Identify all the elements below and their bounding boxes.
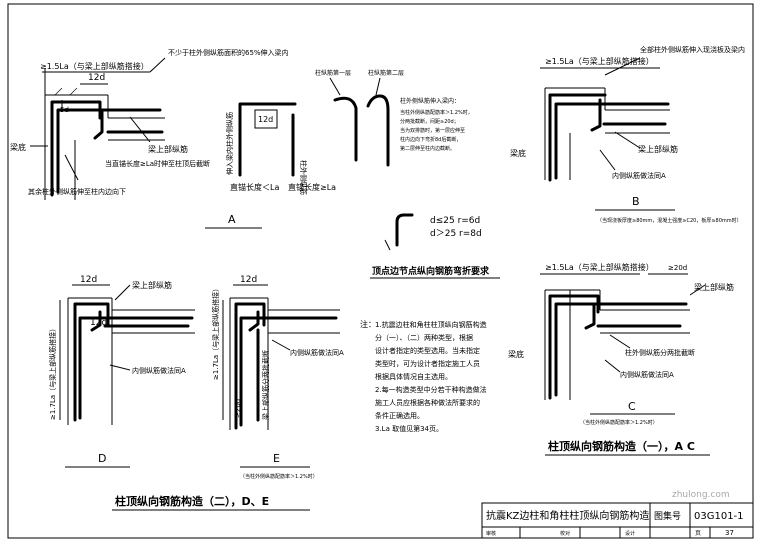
a-vert-text-1: 伸入梁内柱外侧纵筋 bbox=[225, 112, 234, 175]
d-dim-side: ≥1.7La（与梁上部纵筋搭接） bbox=[48, 325, 57, 420]
notes-line: 施工人员应根据各种做法所要求的 bbox=[375, 398, 480, 407]
title-block-row-label: 审核 bbox=[486, 530, 496, 537]
sheet-border bbox=[7, 3, 754, 539]
a-label: A bbox=[228, 213, 236, 226]
notes-heading: 注： bbox=[360, 319, 376, 329]
detail-b: ≥1.5La（与梁上部纵筋搭接） 全部柱外侧纵筋伸入现浇板及梁内 梁底 梁上部纵… bbox=[510, 45, 745, 224]
c-label-inner-rebar: 内侧纵筋做法同A bbox=[620, 370, 674, 379]
a-note-straight: 当直锚长度≥La时伸至柱顶后截断 bbox=[105, 159, 210, 168]
title-type-two: 柱顶纵向钢筋构造（二），D、E bbox=[115, 494, 269, 508]
bend-title: 顶点边节点纵向钢筋弯折要求 bbox=[372, 265, 490, 277]
e-caption: （当柱外侧纵筋配筋率＞1.2%时） bbox=[240, 473, 318, 480]
notes-line: 1.抗震边柱和角柱柱顶纵向钢筋构造 bbox=[375, 320, 487, 329]
c-label: C bbox=[628, 400, 636, 413]
a-note-lt: 直锚长度＜La bbox=[230, 182, 279, 192]
a-note-ge: 直锚长度≥La bbox=[288, 182, 336, 192]
title-block-atlas-number: 03G101-1 bbox=[694, 511, 744, 522]
a-dim-12d: 12d bbox=[88, 73, 105, 83]
a-col-label-1: 柱纵筋第一层 bbox=[315, 69, 351, 77]
notes-line: 设计者指定的类型选用。当未指定 bbox=[375, 346, 480, 355]
title-block-drawing-title: 抗震KZ边柱和角柱柱顶纵向钢筋构造 bbox=[486, 509, 649, 522]
notes-line: 根据具体情况自主选用。 bbox=[375, 372, 452, 381]
a-note-line: 柱内边向下弯折8d后截断， bbox=[400, 136, 461, 143]
c-label-beam-top-rebar: 梁上部纵筋 bbox=[694, 282, 734, 292]
c-dim-20d: ≥20d bbox=[668, 264, 687, 272]
a-note-remaining: 其余柱外侧纵筋伸至柱内边向下 bbox=[28, 187, 126, 196]
d-dim-12d: 12d bbox=[80, 275, 97, 285]
e-vert-note: 梁上部纵筋分两批截断 bbox=[261, 350, 270, 420]
watermark: zhulong.com bbox=[672, 490, 730, 500]
a-vert-text-2: 柱外侧纵筋 bbox=[299, 160, 308, 195]
c-caption: （当柱外侧纵筋配筋率＞1.2%时） bbox=[580, 419, 658, 426]
title-block: 抗震KZ边柱和角柱柱顶纵向钢筋构造 图集号 03G101-1 审核 校对 设计 … bbox=[481, 502, 754, 539]
detail-c: ≥1.5La（与梁上部纵筋搭接） ≥20d 梁上部纵筋 梁底 柱外侧纵筋分两批截… bbox=[508, 262, 734, 426]
title-block-row-label: 校对 bbox=[560, 530, 570, 537]
title-block-page-number: 37 bbox=[725, 529, 734, 537]
b-note-all: 全部柱外侧纵筋伸入现浇板及梁内 bbox=[640, 45, 745, 54]
a-note-line: 柱外侧纵筋伸入梁内： bbox=[400, 97, 460, 105]
e-label: E bbox=[273, 452, 280, 465]
e-dim-side: ≥1.7La（与梁上部纵筋搭接） bbox=[211, 285, 220, 380]
notes-line: 分（一）、（二）两种类型，根据 bbox=[375, 333, 473, 342]
a-note-line: 当为双排筋时，第一层应伸至 bbox=[400, 127, 465, 134]
notes-line: 2.每一构造类型中分若干种构造做法 bbox=[375, 385, 487, 394]
a-note-line: 分两批截断，间距≥20d； bbox=[400, 118, 459, 125]
a-box-12d: 12d bbox=[258, 115, 273, 124]
title-block-page-label: 页 bbox=[695, 530, 701, 537]
b-dim-top: ≥1.5La（与梁上部纵筋搭接） bbox=[545, 56, 654, 66]
bend-requirement: d≤25 r=6d d＞25 r=8d 顶点边节点纵向钢筋弯折要求 bbox=[370, 213, 500, 279]
a-note-line: 第二层伸至柱内边截断。 bbox=[400, 145, 455, 152]
a-note-line: 当柱外侧纵筋配筋率＞1.2%时， bbox=[400, 109, 473, 116]
e-dim-20d: ≥20d bbox=[234, 399, 242, 418]
notes: 注： 1.抗震边柱和角柱柱顶纵向钢筋构造 分（一）、（二）两种类型，根据 设计者… bbox=[360, 319, 487, 433]
b-caption: （当现浇板厚度≥80mm，混凝土强度≥C20，板厚≥80mm时） bbox=[597, 217, 742, 224]
a-note-top-right: 不少于柱外侧纵筋面积的65%伸入梁内 bbox=[168, 48, 289, 57]
title-block-atlas-label: 图集号 bbox=[654, 510, 681, 522]
e-dim-12d: 12d bbox=[240, 275, 257, 285]
b-label-beam-bottom: 梁底 bbox=[510, 148, 526, 158]
watermark-logo: zhulong.com bbox=[672, 490, 730, 500]
d-label-inner-rebar: 内侧纵筋做法同A bbox=[132, 366, 186, 375]
title-block-row-label: 设计 bbox=[625, 530, 635, 537]
b-label-inner-rebar: 内侧纵筋做法同A bbox=[612, 171, 666, 180]
d-dim-12d-inner: 12d bbox=[90, 318, 107, 328]
a-label-beam-bottom: 梁底 bbox=[10, 142, 26, 152]
a-note-block: 柱外侧纵筋伸入梁内： 当柱外侧纵筋配筋率＞1.2%时， 分两批截断，间距≥20d… bbox=[400, 97, 473, 152]
detail-e: 12d ≥1.7La（与梁上部纵筋搭接） 内侧纵筋做法同A ≥20d 梁上部纵筋… bbox=[211, 275, 344, 480]
a-dim-top: ≥1.5La（与梁上部纵筋搭接） bbox=[40, 61, 149, 71]
bend-radius-large: d＞25 r=8d bbox=[430, 229, 482, 239]
c-label-beam-bottom: 梁底 bbox=[508, 349, 524, 359]
c-note-cut: 柱外侧纵筋分两批截断 bbox=[625, 348, 695, 357]
a-label-beam-top-rebar: 梁上部纵筋 bbox=[148, 144, 188, 154]
a-dim-5d: 5d bbox=[60, 106, 69, 114]
notes-line: 类型时，可为设计者指定施工人员 bbox=[375, 359, 480, 368]
b-label-beam-top-rebar: 梁上部纵筋 bbox=[638, 144, 678, 154]
d-label: D bbox=[98, 452, 106, 465]
detail-d: 12d 12d 梁上部纵筋 ≥1.7La（与梁上部纵筋搭接） 内侧纵筋做法同A … bbox=[48, 275, 195, 468]
a-col-label-2: 柱纵筋第二层 bbox=[368, 69, 404, 77]
notes-line: 3.La 取值见第34页。 bbox=[375, 424, 443, 433]
d-label-beam-top-rebar: 梁上部纵筋 bbox=[132, 280, 172, 290]
b-label: B bbox=[632, 195, 640, 208]
notes-line: 条件正确选用。 bbox=[375, 411, 424, 420]
c-dim-top: ≥1.5La（与梁上部纵筋搭接） bbox=[545, 262, 654, 272]
title-type-one: 柱顶纵向钢筋构造（一），A C bbox=[548, 439, 695, 453]
bend-radius-small: d≤25 r=6d bbox=[430, 216, 480, 226]
e-label-inner-rebar: 内侧纵筋做法同A bbox=[290, 348, 344, 357]
detail-a: ≥1.5La（与梁上部纵筋搭接） 不少于柱外侧纵筋面积的65%伸入梁内 12d … bbox=[10, 48, 473, 229]
